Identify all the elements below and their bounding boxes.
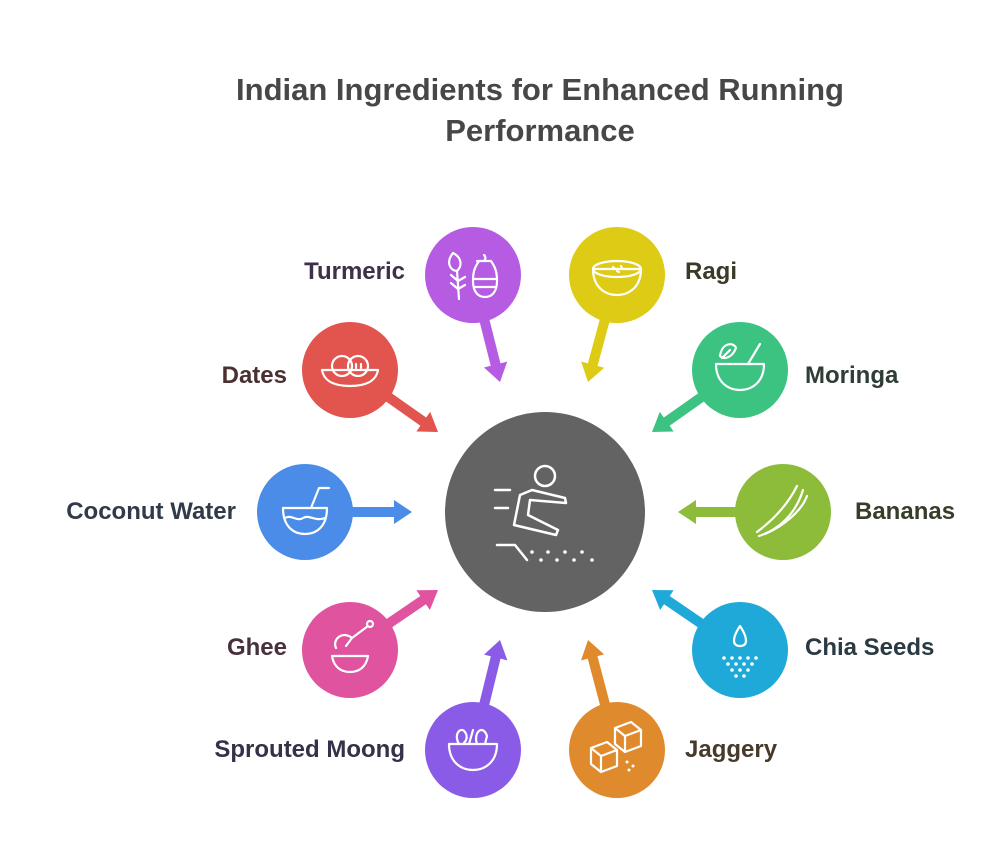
ingredient-label: Chia Seeds xyxy=(805,634,935,661)
seeds-drop-icon xyxy=(722,624,758,678)
ingredient-node-ragi xyxy=(569,227,665,382)
runner-icon xyxy=(493,464,594,562)
ingredient-circle xyxy=(692,602,788,698)
ingredient-node-ghee xyxy=(302,590,438,698)
ingredient-label: Jaggery xyxy=(685,736,778,763)
ingredient-label: Ragi xyxy=(685,258,738,285)
diagram-title-line2: Performance xyxy=(445,113,635,148)
ingredient-node-coconut-water xyxy=(257,464,412,560)
arrow-connector xyxy=(678,500,783,524)
sprouts-bowl-icon xyxy=(447,728,499,772)
ingredient-node-chia-seeds xyxy=(652,590,788,698)
ingredient-label: Bananas xyxy=(855,498,956,525)
turmeric-spice-icon xyxy=(448,251,499,301)
honey-dipper-icon xyxy=(330,619,375,674)
ingredient-circle xyxy=(735,464,831,560)
ingredient-circle xyxy=(569,227,665,323)
ingredient-node-dates xyxy=(302,322,438,432)
ingredient-label: Dates xyxy=(221,362,287,389)
ingredient-circle xyxy=(692,322,788,418)
ingredient-label: Coconut Water xyxy=(66,498,236,525)
arrow-connector xyxy=(305,500,412,524)
dates-bowl-icon xyxy=(320,354,380,388)
bowl-icon xyxy=(591,259,643,297)
ingredient-label: Sprouted Moong xyxy=(214,736,405,763)
ingredient-node-sprouted-moong xyxy=(425,640,521,798)
ingredient-node-bananas xyxy=(678,464,831,560)
coconut-icon xyxy=(281,486,331,536)
ingredient-node-turmeric xyxy=(425,227,521,382)
ingredient-label: Moringa xyxy=(805,362,899,389)
ingredient-circle xyxy=(257,464,353,560)
ingredient-node-jaggery xyxy=(569,640,665,798)
ingredient-label: Turmeric xyxy=(304,258,405,285)
ingredient-circle xyxy=(425,702,521,798)
ingredient-circle xyxy=(302,602,398,698)
jaggery-cubes-icon xyxy=(589,720,643,774)
ingredient-label: Ghee xyxy=(226,634,287,661)
ingredient-node-moringa xyxy=(652,322,788,432)
diagram-title-line1: Indian Ingredients for Enhanced Running xyxy=(236,72,844,107)
banana-icon xyxy=(755,484,809,538)
mortar-leaf-icon xyxy=(714,342,766,392)
center-runner-node xyxy=(445,412,645,612)
